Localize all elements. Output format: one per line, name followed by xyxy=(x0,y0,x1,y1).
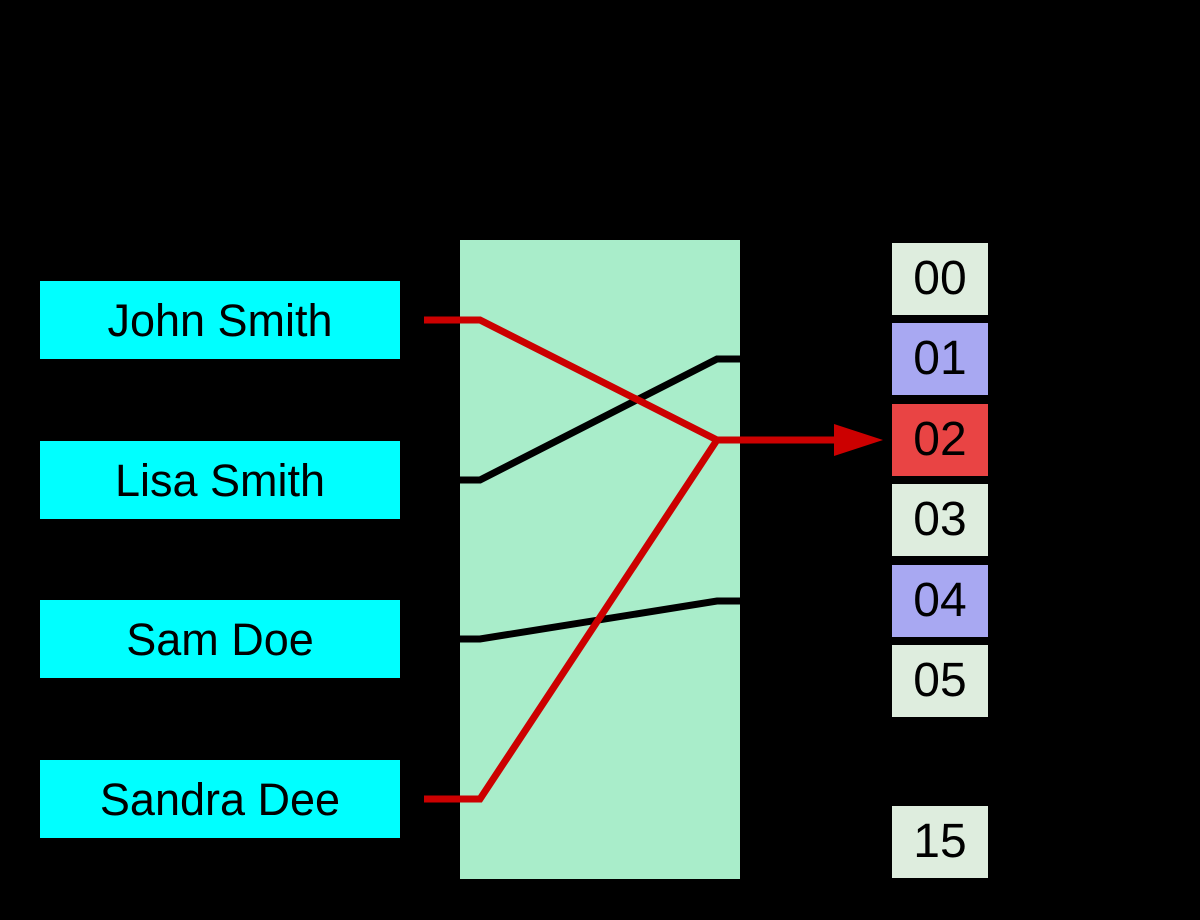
bucket-label: 01 xyxy=(913,332,967,385)
bucket-label: 04 xyxy=(913,574,967,627)
key-box-lisa-smith: Lisa Smith xyxy=(40,441,400,519)
key-label: Sandra Dee xyxy=(99,773,341,825)
lisa-smith-to-bucket-01-line xyxy=(400,355,892,484)
bucket-01: 01 xyxy=(892,323,988,395)
john-smith-collision-line xyxy=(424,316,719,444)
bucket-04: 04 xyxy=(892,565,988,637)
sam-doe-to-bucket-04-line xyxy=(400,597,892,643)
bucket-label: 03 xyxy=(913,493,967,546)
sandra-dee-collision-line xyxy=(424,438,720,803)
key-label: John Smith xyxy=(107,294,333,346)
key-label: Lisa Smith xyxy=(114,454,326,506)
bucket-label: 05 xyxy=(913,654,967,707)
bucket-label: 00 xyxy=(913,252,967,305)
bucket-15: 15 xyxy=(892,806,988,878)
bucket-05: 05 xyxy=(892,645,988,717)
key-label: Sam Doe xyxy=(126,613,314,665)
key-box-sam-doe: Sam Doe xyxy=(40,600,400,678)
hash-function-box xyxy=(460,240,740,879)
key-box-sandra-dee: Sandra Dee xyxy=(40,760,400,838)
bucket-00: 00 xyxy=(892,243,988,315)
key-box-john-smith: John Smith xyxy=(40,281,400,359)
bucket-label: 15 xyxy=(913,815,967,868)
collision-arrowhead-icon xyxy=(834,424,883,456)
bucket-label: 02 xyxy=(913,413,967,466)
bucket-03: 03 xyxy=(892,484,988,556)
bucket-02: 02 xyxy=(892,404,988,476)
